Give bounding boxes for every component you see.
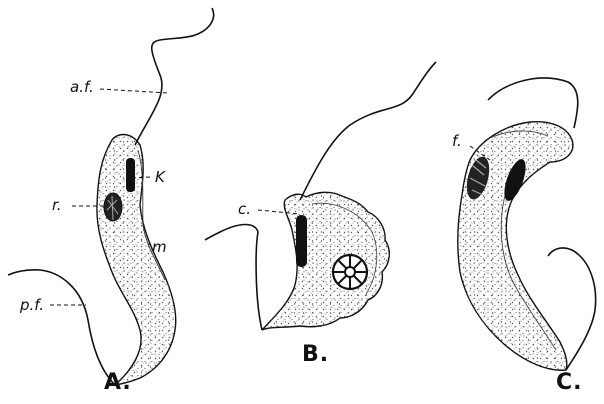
panel-b-posterior-flagellum (205, 225, 262, 331)
panel-c-flagellum (488, 78, 578, 128)
caption-panel-c: C. (556, 372, 583, 394)
panel-a-kinetoplast (126, 158, 135, 192)
caption-panel-b: B. (302, 344, 329, 366)
caption-panel-a: A. (104, 372, 132, 394)
label-kinetoplast: K (155, 170, 165, 185)
panel-b-kinetoplast (296, 215, 307, 267)
label-anterior-flagellum: a.f. (70, 80, 94, 95)
panel-b-nucleus (333, 255, 367, 289)
label-c: c. (238, 202, 251, 217)
panel-c (458, 78, 596, 370)
panel-a-anterior-flagellum (135, 8, 214, 145)
label-posterior-flagellum: p.f. (20, 298, 44, 313)
panel-b-flagellum (300, 62, 436, 200)
panel-b (205, 62, 436, 330)
label-membrane: m (152, 240, 167, 255)
panel-a-posterior-flagellum (8, 270, 115, 385)
label-f: f. (452, 134, 462, 149)
label-nucleus: r. (52, 198, 62, 213)
panel-a (8, 8, 214, 385)
